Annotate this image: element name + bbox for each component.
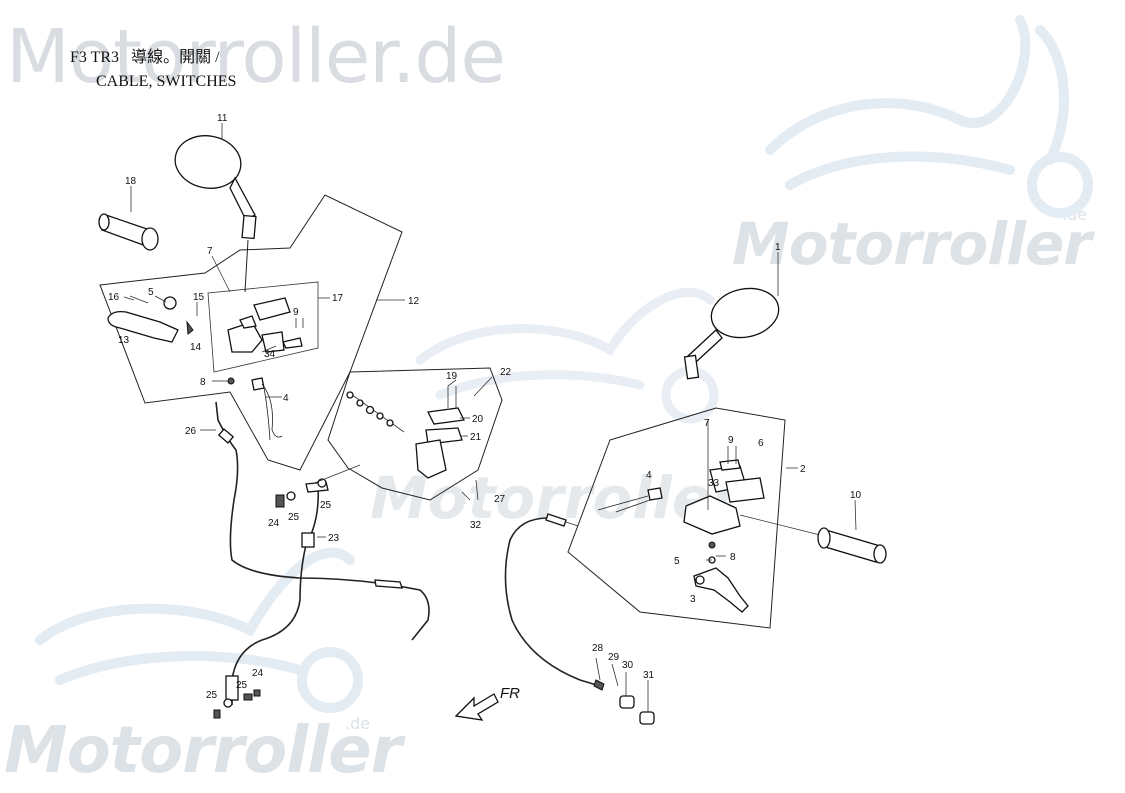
switch-assembly-22 bbox=[346, 386, 479, 501]
leader-lines bbox=[123, 123, 857, 687]
callout: 34 bbox=[264, 349, 276, 360]
callout: 7 bbox=[207, 246, 213, 257]
callout: 25 bbox=[320, 500, 332, 511]
front-direction-arrow-icon: FR bbox=[454, 685, 520, 721]
brake-lever-right bbox=[693, 567, 749, 613]
handle-grip-right bbox=[817, 527, 887, 564]
callout: 8 bbox=[200, 377, 206, 388]
callout: 27 bbox=[494, 494, 506, 505]
mirror-right bbox=[683, 287, 780, 380]
callout: 15 bbox=[193, 292, 205, 303]
callout: 11 bbox=[217, 113, 228, 124]
callout: 13 bbox=[118, 335, 130, 346]
callout: 31 bbox=[643, 670, 655, 681]
callout: 22 bbox=[500, 367, 512, 378]
callout: 18 bbox=[125, 176, 137, 187]
callout: 24 bbox=[268, 518, 280, 529]
title-chinese: 導線。開關 / bbox=[131, 49, 220, 66]
cable-fittings-top bbox=[275, 464, 361, 508]
direction-label: FR bbox=[500, 685, 520, 702]
callout: 25 bbox=[206, 690, 218, 701]
scooter-watermark-icon bbox=[415, 287, 719, 424]
cable-adjuster-parts bbox=[619, 672, 655, 725]
callout: 33 bbox=[708, 478, 720, 489]
scooter-watermark-icon bbox=[765, 15, 1093, 218]
callout: 21 bbox=[470, 432, 482, 443]
callout: 2 bbox=[800, 464, 806, 475]
switch-housing-frame-17 bbox=[207, 281, 319, 373]
throttle-cable-26 bbox=[215, 401, 430, 641]
callout: 4 bbox=[646, 470, 652, 481]
callout: 16 bbox=[108, 292, 120, 303]
callout: 10 bbox=[850, 490, 862, 501]
callout: 3 bbox=[690, 594, 696, 605]
title-english: CABLE, SWITCHES bbox=[96, 73, 237, 90]
callout: 6 bbox=[758, 438, 764, 449]
callout: 29 bbox=[608, 652, 620, 663]
callout: 9 bbox=[293, 307, 299, 318]
assembly-outline-2 bbox=[567, 407, 786, 629]
diagram-title: F3 TR3 導線。開關 / CABLE, SWITCHES bbox=[70, 46, 236, 94]
brake-cable-23 bbox=[225, 481, 329, 705]
callout: 7 bbox=[704, 418, 710, 429]
callout: 26 bbox=[185, 426, 197, 437]
callout: 25 bbox=[288, 512, 300, 523]
callout: 5 bbox=[674, 556, 680, 567]
mirror-left bbox=[174, 135, 257, 293]
callout: 24 bbox=[252, 668, 264, 679]
callout: 4 bbox=[283, 393, 289, 404]
callout: 23 bbox=[328, 533, 340, 544]
brake-lever-left bbox=[107, 295, 194, 343]
callout: 9 bbox=[728, 435, 734, 446]
callout: 20 bbox=[472, 414, 484, 425]
callout: 19 bbox=[446, 371, 458, 382]
assembly-outline-22 bbox=[327, 367, 503, 501]
callout: 12 bbox=[408, 296, 420, 307]
callout: 5 bbox=[148, 287, 154, 298]
callout: 17 bbox=[332, 293, 344, 304]
callout: 28 bbox=[592, 643, 604, 654]
cable-fittings-bottom bbox=[213, 689, 261, 719]
scooter-watermark-icon bbox=[35, 547, 363, 713]
callout: 25 bbox=[236, 680, 248, 691]
callout: 1 bbox=[775, 242, 781, 253]
brake-switch-left bbox=[251, 377, 283, 441]
model-code: F3 TR3 bbox=[70, 49, 120, 66]
assembly-outline-12 bbox=[99, 194, 403, 471]
callout: 30 bbox=[622, 660, 634, 671]
handle-grip-left bbox=[98, 213, 159, 251]
switch-body-right bbox=[683, 420, 821, 564]
brake-switch-right bbox=[597, 487, 663, 513]
callout-numbers: 11 18 7 16 5 15 17 12 9 13 14 34 8 4 26 … bbox=[108, 113, 862, 701]
throttle-cable-27 bbox=[504, 513, 605, 691]
callout: 8 bbox=[730, 552, 736, 563]
callout: 32 bbox=[470, 520, 482, 531]
switch-body-left bbox=[227, 297, 304, 385]
callout: 14 bbox=[190, 342, 202, 353]
